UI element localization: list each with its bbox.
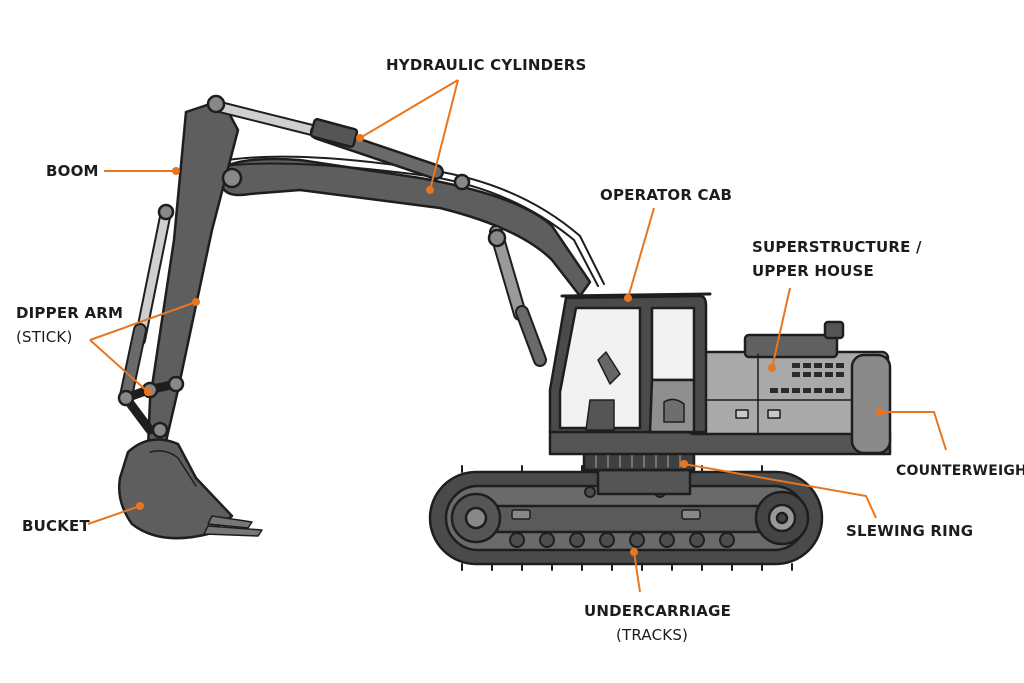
counterweight-block — [850, 353, 892, 455]
upper-house — [548, 320, 892, 456]
label-superstructure-line1: SUPERSTRUCTURE / — [752, 238, 922, 256]
label-undercarriage-line2: (TRACKS) — [616, 626, 689, 644]
label-dipper-arm-line2: (STICK) — [16, 328, 73, 346]
label-operator-cab: OPERATOR CAB — [600, 186, 733, 204]
callout-leaders — [87, 79, 947, 593]
operator-cab — [548, 292, 712, 434]
bucket — [118, 438, 234, 540]
label-boom: BOOM — [46, 162, 99, 180]
callout-dots — [136, 134, 884, 556]
label-hydraulic-cylinders: HYDRAULIC CYLINDERS — [386, 56, 587, 74]
dipper-arm — [146, 98, 240, 452]
label-dipper-arm-line1: DIPPER ARM — [16, 304, 124, 322]
label-slewing-ring: SLEWING RING — [846, 522, 974, 540]
label-undercarriage-line1: UNDERCARRIAGE — [584, 602, 732, 620]
label-bucket: BUCKET — [22, 517, 90, 535]
boom — [220, 157, 592, 298]
undercarriage — [428, 465, 824, 571]
carbody — [596, 468, 692, 496]
label-counterweight: COUNTERWEIGHT — [896, 463, 1024, 479]
label-superstructure-line2: UPPER HOUSE — [752, 262, 874, 280]
